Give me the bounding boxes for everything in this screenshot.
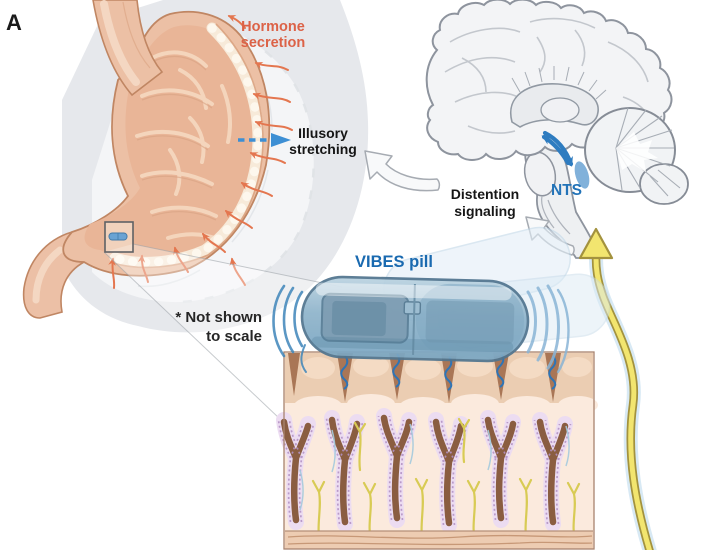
nts-nucleus-marker xyxy=(574,161,590,189)
vibration-squiggles xyxy=(340,353,557,391)
pill-in-stomach-icon xyxy=(108,232,128,241)
distention-signaling-label: Distention signaling xyxy=(438,186,532,220)
foveolae-crevices xyxy=(288,353,561,403)
muscle-layer xyxy=(285,530,593,549)
mucosa-blue-strands xyxy=(299,423,570,511)
nts-label: NTS xyxy=(551,182,582,199)
hormone-secretion-label-line1: Hormone xyxy=(241,19,305,35)
illusory-stretching-label-line1: Illusory xyxy=(298,125,348,141)
vibration-arcs-right xyxy=(526,284,570,374)
vibes-pill-illustration xyxy=(272,226,611,374)
stomach-illustration xyxy=(22,0,271,319)
callout-rectangle xyxy=(104,221,134,253)
illusory-stretching-arrow xyxy=(238,133,291,147)
panel-label: A xyxy=(6,10,22,35)
not-to-scale-note: * Not shown to scale xyxy=(148,309,262,347)
mucosa-closeup-panel xyxy=(276,351,598,550)
nts-brain-signal-arrows xyxy=(541,130,574,167)
vibration-arcs-left xyxy=(272,284,307,373)
distention-signaling-label-line2: signaling xyxy=(454,203,516,220)
distention-signaling-label-line1: Distention xyxy=(450,186,520,202)
hormone-secretion-label-line2: secretion xyxy=(240,35,306,52)
illusory-stretching-label-line2: stretching xyxy=(289,141,357,158)
illusory-stretching-label: Illusory stretching xyxy=(284,125,362,157)
brain-to-stomach-arrow xyxy=(364,150,441,192)
not-to-scale-note-line1: * Not shown xyxy=(175,309,262,326)
hormone-secretion-arrows xyxy=(108,15,293,289)
vibes-pill-label: VIBES pill xyxy=(355,253,433,271)
hormone-secretion-label: Hormone secretion xyxy=(230,19,316,51)
corona-radiata-lines xyxy=(511,66,607,100)
not-to-scale-note-line2: to scale xyxy=(206,327,262,345)
callout-beam xyxy=(103,243,343,439)
brain-illustration xyxy=(425,0,689,259)
gastric-glands xyxy=(276,408,573,533)
nerve-fibers xyxy=(311,417,581,549)
